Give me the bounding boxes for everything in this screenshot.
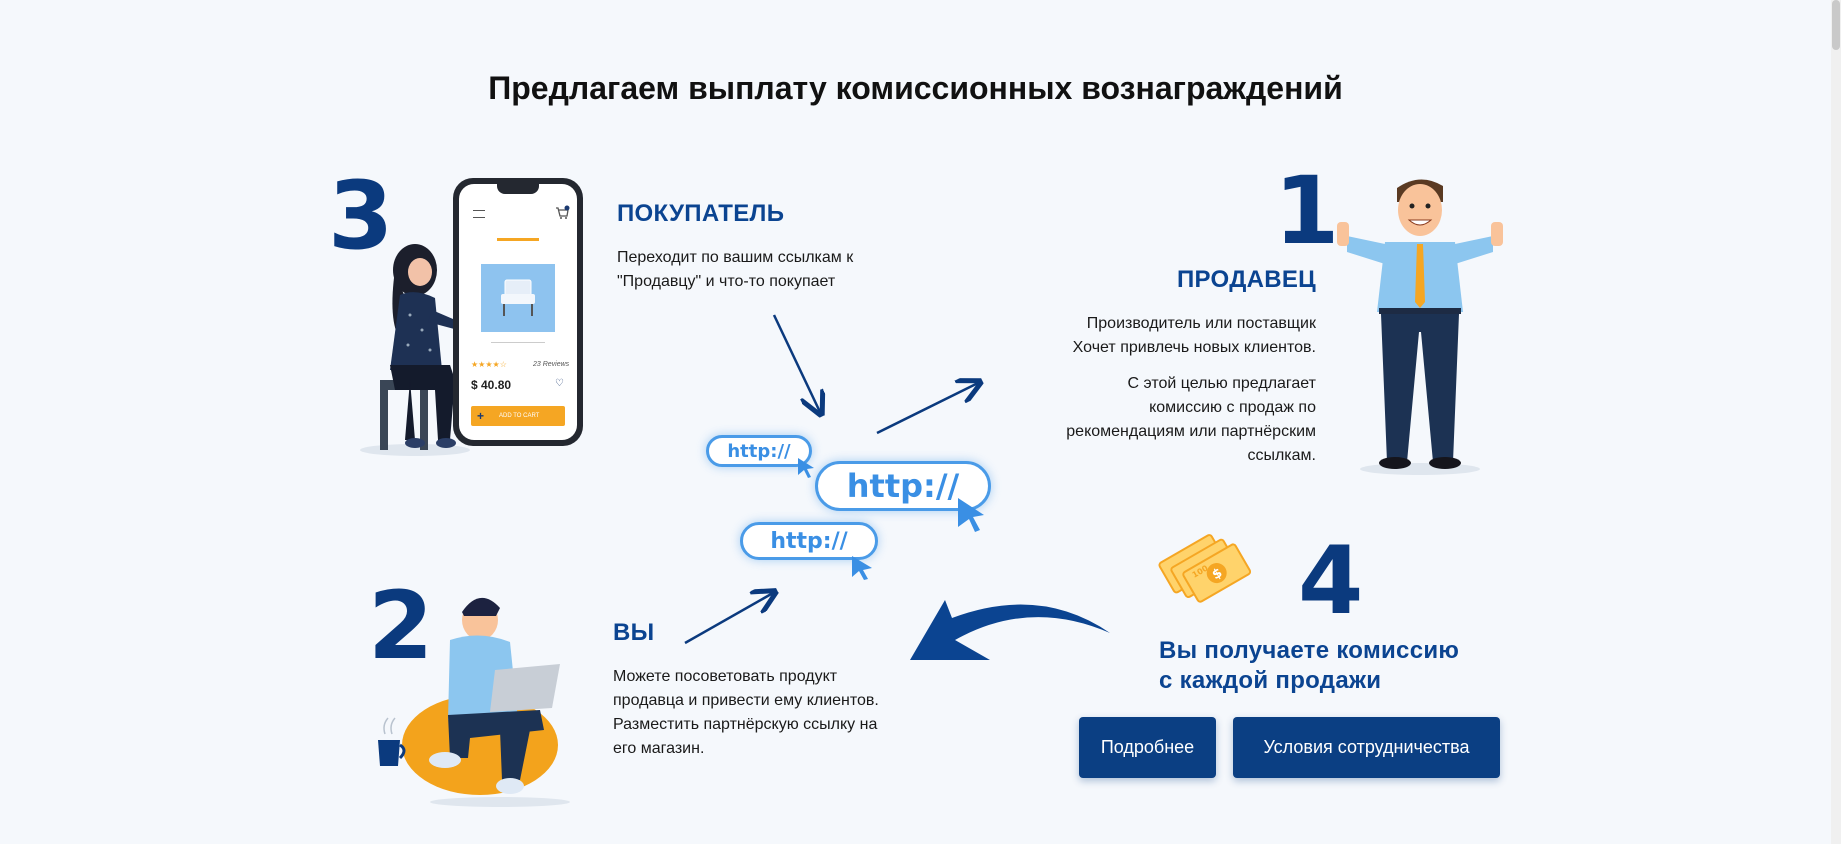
seller-text-line: Хочет привлечь новых клиентов. (1072, 339, 1316, 356)
buyer-heading: ПОКУПАТЕЛЬ (617, 200, 785, 227)
rating-stars: ★★★★☆ (471, 360, 507, 369)
you-description: Можете посоветовать продукт продавца и п… (613, 665, 879, 761)
seller-text-line: Производитель или поставщик (1086, 315, 1316, 332)
arrow-icon (910, 600, 1110, 660)
cursor-icon (958, 498, 984, 532)
phone-screen: ★★★★☆ 23 Reviews $ 40.80 ♡ + ADD TO CART (459, 184, 577, 440)
more-button[interactable]: Подробнее (1079, 717, 1216, 778)
you-text-line: продавца и привести ему клиентов. (613, 692, 879, 709)
commission-heading-line: Вы получаете комиссию (1159, 637, 1460, 664)
step-number-1: 1 (1274, 157, 1340, 266)
seller-text-line: рекомендациям или партнёрским (1066, 423, 1316, 440)
product-title-bar (497, 238, 539, 241)
page-title: Предлагаем выплату комиссионных вознагра… (488, 70, 1343, 106)
step-number-2: 2 (368, 572, 434, 681)
buyer-text-line: Переходит по вашим ссылкам к (617, 249, 854, 266)
seller-description-2: С этой целью предлагает комиссию с прода… (1000, 372, 1316, 468)
arrow-icon (876, 383, 978, 435)
seller-text-line: комиссию с продаж по (1149, 399, 1316, 416)
arrow-icon (684, 593, 773, 645)
buyer-text-line: "Продавцу" и что-то покупает (617, 273, 836, 290)
terms-button[interactable]: Условия сотрудничества (1233, 717, 1500, 778)
product-price: $ 40.80 (471, 378, 512, 392)
buyer-description: Переходит по вашим ссылкам к "Продавцу" … (617, 246, 853, 294)
scrollbar-thumb[interactable] (1832, 0, 1840, 50)
reviews-count: 23 Reviews (533, 361, 570, 368)
product-image (481, 264, 555, 332)
step-number-4: 4 (1298, 527, 1364, 636)
http-link-medium: http:// (740, 522, 878, 560)
scrollbar-track[interactable] (1831, 0, 1841, 844)
you-text-line: Можете посоветовать продукт (613, 668, 838, 685)
seller-man-illustration (1337, 179, 1503, 475)
add-to-cart-button[interactable]: + ADD TO CART (471, 406, 565, 426)
http-link-small: http:// (706, 435, 812, 467)
coffee-cup-icon (378, 717, 406, 766)
add-to-cart-label: ADD TO CART (499, 413, 540, 419)
you-man-illustration (378, 597, 570, 807)
phone-device: ★★★★☆ 23 Reviews $ 40.80 ♡ + ADD TO CART (453, 178, 583, 446)
cart-icon (556, 205, 570, 219)
step-number-3: 3 (328, 162, 394, 271)
phone-notch (497, 184, 539, 194)
seller-heading: ПРОДАВЕЦ (1177, 266, 1316, 293)
you-heading: ВЫ (613, 619, 655, 646)
seller-description: Производитель или поставщик Хочет привле… (1000, 312, 1316, 360)
plus-icon: + (477, 409, 485, 423)
seller-text-line: С этой целью предлагает (1127, 375, 1316, 392)
cursor-icon (798, 458, 814, 478)
divider (491, 342, 545, 343)
menu-icon (473, 210, 485, 218)
buyer-woman-illustration (360, 244, 470, 456)
heart-icon[interactable]: ♡ (555, 378, 564, 389)
you-text-line: Разместить партнёрскую ссылку на (613, 716, 878, 733)
commission-heading: Вы получаете комиссию с каждой продажи (1159, 636, 1459, 696)
seller-text-line: ссылкам. (1247, 447, 1316, 464)
you-text-line: его магазин. (613, 740, 705, 757)
arrow-icon (772, 314, 820, 412)
dollar-bills-icon: $ 100 (1158, 534, 1252, 603)
commission-heading-line: с каждой продажи (1159, 667, 1382, 694)
cursor-icon (852, 556, 872, 580)
armchair-icon (501, 279, 535, 316)
